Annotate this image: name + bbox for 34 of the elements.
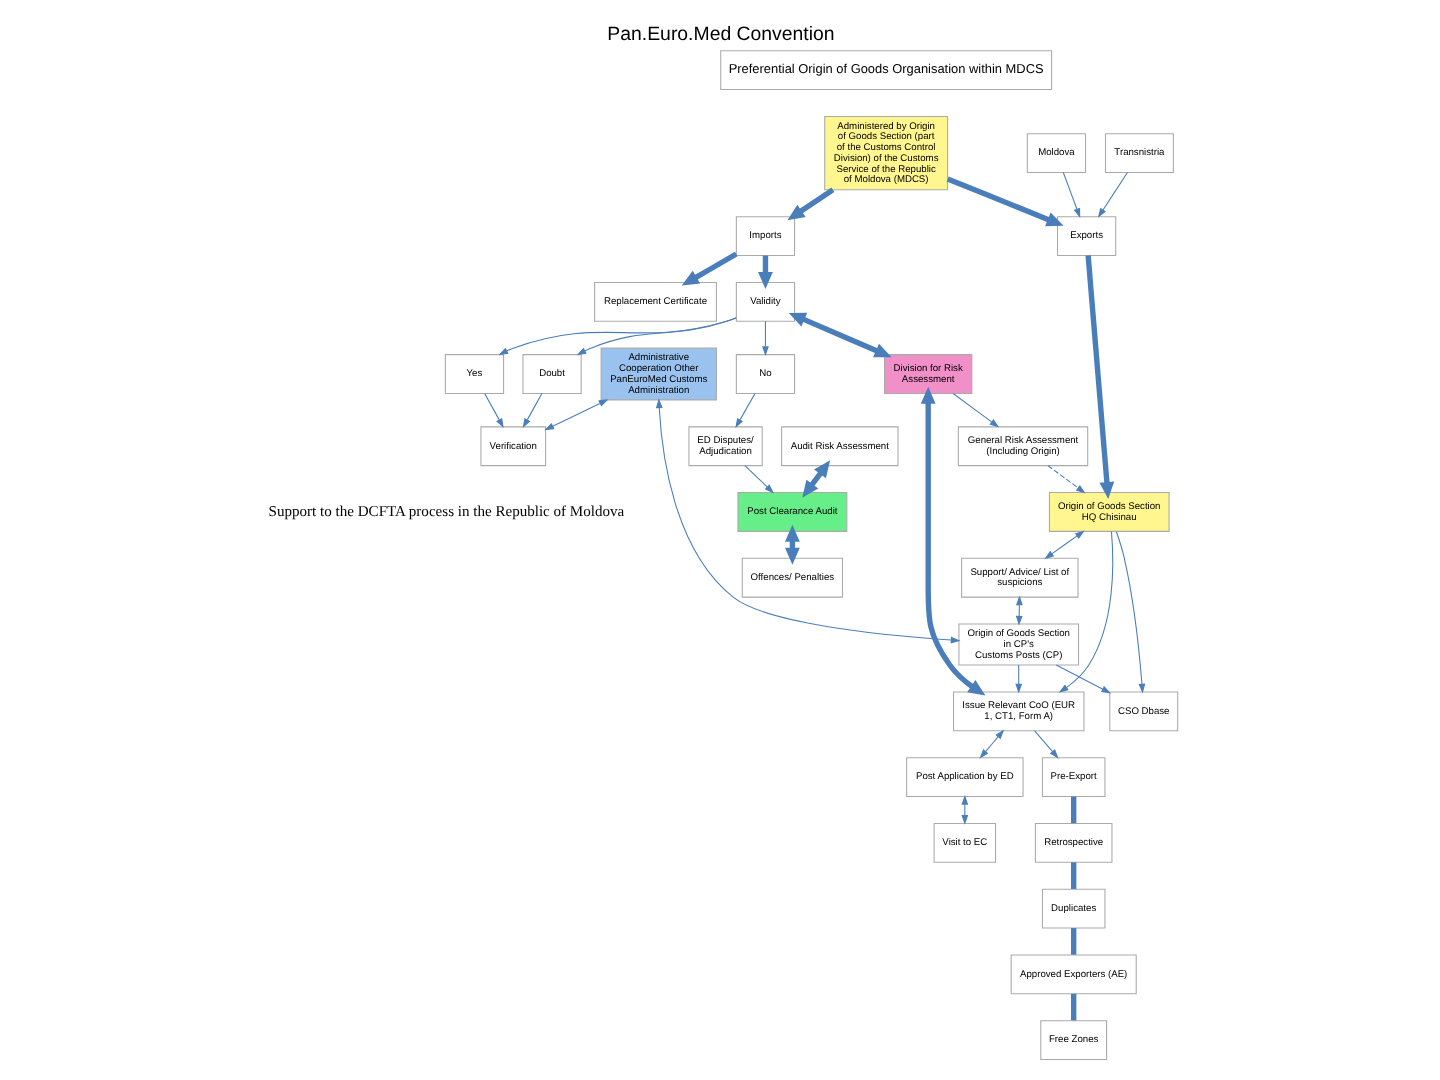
arrow — [1061, 171, 1080, 218]
arrow — [1096, 171, 1127, 218]
arrow — [1014, 595, 1022, 626]
arrow — [654, 398, 960, 644]
arrow — [951, 392, 999, 428]
arrow — [1054, 664, 1111, 694]
arrow — [575, 317, 736, 356]
arrow — [1043, 530, 1084, 560]
arrow — [945, 176, 1063, 227]
arrow — [1114, 531, 1145, 694]
arrow — [919, 386, 985, 696]
arrow — [801, 460, 830, 498]
arrow — [761, 320, 768, 357]
arrow — [787, 312, 891, 358]
caption: Support to the DCFTA process in the Republic of Moldova — [267, 501, 624, 520]
arrow — [680, 251, 737, 286]
arrow — [497, 317, 736, 356]
arrow — [483, 392, 503, 429]
connector — [1070, 993, 1076, 1021]
arrow — [743, 465, 774, 494]
connector — [1070, 796, 1076, 824]
arrow — [757, 255, 772, 289]
arrow — [786, 187, 834, 221]
diagram-title: Pan.Euro.Med Convention — [606, 24, 834, 47]
arrow — [521, 392, 542, 429]
connector — [1070, 928, 1076, 955]
arrow — [1033, 730, 1058, 759]
connector — [1070, 862, 1076, 889]
arrow — [734, 392, 755, 429]
arrow — [1046, 465, 1085, 494]
arrow — [1057, 531, 1113, 693]
arrow — [978, 729, 1004, 759]
arrow — [543, 399, 608, 431]
arrow — [1014, 664, 1022, 694]
